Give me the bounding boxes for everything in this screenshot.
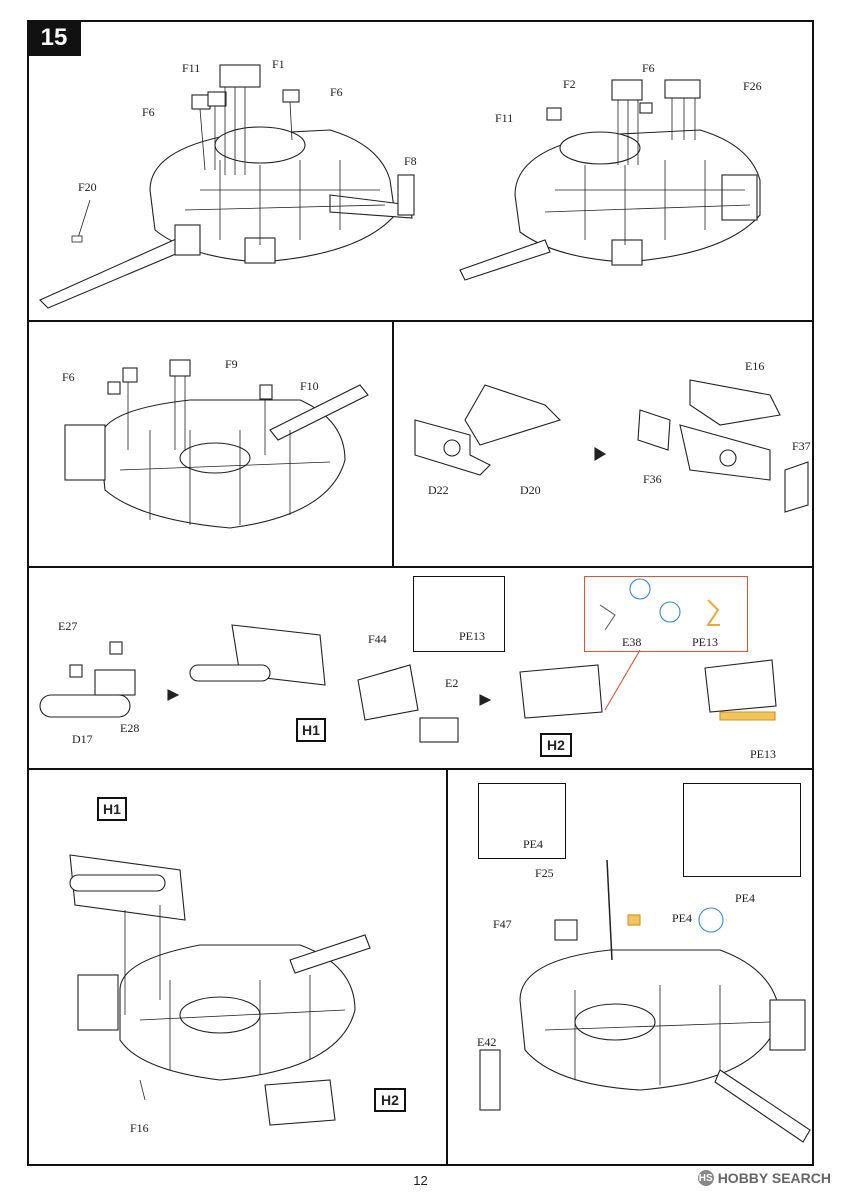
part-label-f25: F25 [535,866,554,880]
divider-col-mid [392,320,394,566]
subassembly-h1-marker: H1 [296,718,326,742]
part-label-f8: F8 [404,154,417,168]
divider-row2 [27,566,814,568]
part-label-e2: E2 [445,676,459,690]
step-number: 15 [27,20,81,56]
row3-assemblies [39,578,777,743]
part-label-e27: E27 [58,619,78,633]
part-label-pe4-a: PE4 [523,837,544,851]
pe4-position-inset [683,783,801,877]
watermark-logo-icon: HS [697,1170,714,1186]
part-label-e38: E38 [622,635,642,649]
part-label-f6-b: F6 [330,85,343,99]
part-label-e28: E28 [120,721,140,735]
part-label-f2: F2 [563,77,576,91]
part-label-d20: D20 [520,483,541,497]
part-label-e16: E16 [745,359,765,373]
box-parts-mid-right [414,379,809,513]
part-label-pe13-b: PE13 [692,635,719,649]
pe13-detail-inset [413,576,505,652]
part-label-f44: F44 [368,632,387,646]
subassembly-h2-marker: H2 [540,733,572,757]
turret-top-left [39,64,415,309]
watermark-text: HOBBY SEARCH [717,1170,831,1186]
part-label-f11-a: F11 [182,61,201,75]
turret-bottom-right [479,801,811,1143]
e38-pe13-detail-inset [584,576,748,652]
part-label-f36: F36 [643,472,662,486]
part-label-f10: F10 [300,379,319,393]
part-label-f6-c: F6 [642,61,655,75]
part-label-pe13-c: PE13 [750,747,777,761]
part-label-d17: D17 [72,732,93,746]
page-frame [27,20,814,1166]
part-label-f26: F26 [743,79,762,93]
part-label-f47: F47 [493,917,512,931]
ref-h2-marker: H2 [374,1088,406,1112]
turret-top-right [459,79,761,281]
part-label-f16: F16 [130,1121,149,1135]
turret-mid-left [64,359,369,529]
pe4-detail-inset [478,783,566,859]
part-label-f1: F1 [272,57,285,71]
turret-bottom-left [69,854,371,1126]
page-number: 12 [413,1173,428,1188]
part-label-d22: D22 [428,483,449,497]
divider-col-bottom [446,768,448,1166]
part-label-pe4-b: PE4 [672,911,693,925]
part-label-f9: F9 [225,357,238,371]
part-label-f37: F37 [792,439,811,453]
watermark: HS HOBBY SEARCH [697,1170,831,1186]
part-label-f11-b: F11 [495,111,514,125]
divider-row3 [27,768,814,770]
part-label-f20: F20 [78,180,97,194]
part-label-e42: E42 [477,1035,497,1049]
ref-h1-marker: H1 [97,797,127,821]
part-label-pe4-c: PE4 [735,891,756,905]
part-label-f6-d: F6 [62,370,75,384]
divider-row1 [27,320,814,322]
part-label-f6-a: F6 [142,105,155,119]
part-label-pe13-a: PE13 [459,629,486,643]
